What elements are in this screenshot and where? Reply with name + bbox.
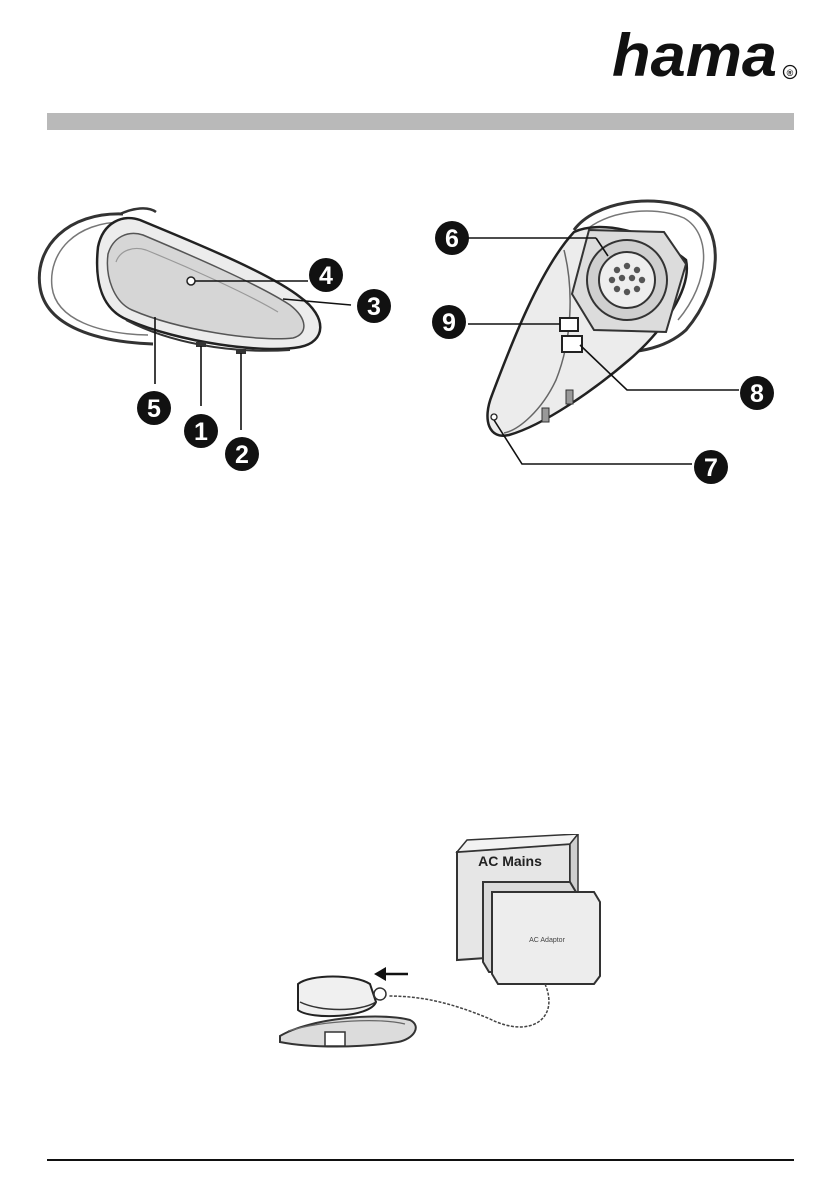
headset-back-figure: 6 9 8 7 <box>424 190 784 488</box>
brand-wordmark: hama <box>612 26 777 88</box>
svg-text:7: 7 <box>704 454 718 482</box>
header-bar <box>47 113 794 130</box>
callout-3: 3 <box>357 289 391 323</box>
svg-text:1: 1 <box>194 418 208 446</box>
svg-text:2: 2 <box>235 441 249 469</box>
footer-rule <box>47 1159 794 1161</box>
callout-2: 2 <box>225 437 259 471</box>
ac-adaptor-label: AC Adaptor <box>529 937 565 944</box>
callout-6: 6 <box>435 221 469 255</box>
headset-front-figure: 4 3 5 1 2 <box>28 192 398 482</box>
svg-text:5: 5 <box>147 395 161 423</box>
hama-logo: hama ® <box>612 26 802 88</box>
callout-8: 8 <box>740 376 774 410</box>
svg-text:9: 9 <box>442 309 456 337</box>
ac-mains-label: AC Mains <box>478 853 542 869</box>
charging-figure: AC Mains AC Adaptor <box>270 834 610 1056</box>
svg-text:3: 3 <box>367 293 381 321</box>
callout-1: 1 <box>184 414 218 448</box>
registered-mark: ® <box>787 68 794 78</box>
svg-text:4: 4 <box>319 262 333 290</box>
callout-9: 9 <box>432 305 466 339</box>
callout-7: 7 <box>694 450 728 484</box>
callout-4: 4 <box>309 258 343 292</box>
svg-text:8: 8 <box>750 380 764 408</box>
callout-5: 5 <box>137 391 171 425</box>
svg-text:6: 6 <box>445 225 459 253</box>
